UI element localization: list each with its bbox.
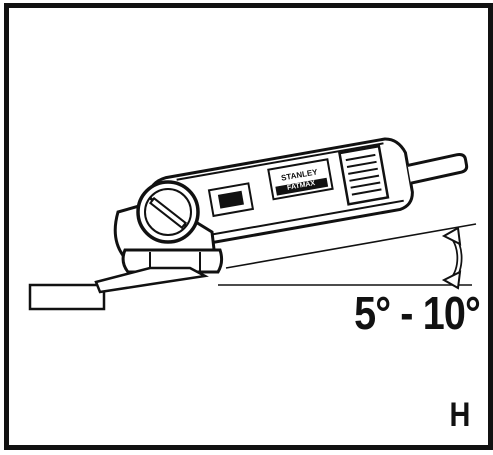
angle-arrow-icon [441, 226, 463, 290]
work-surface-line [225, 223, 477, 269]
panel-letter: H [449, 396, 471, 434]
grinding-disc [94, 266, 209, 294]
angle-range-label: 5° - 10° [354, 287, 481, 339]
gear-head [113, 180, 217, 260]
workpiece-block [28, 283, 106, 311]
grinder-body [147, 137, 469, 254]
wheel-guard [121, 248, 224, 274]
figure-frame [4, 3, 493, 450]
